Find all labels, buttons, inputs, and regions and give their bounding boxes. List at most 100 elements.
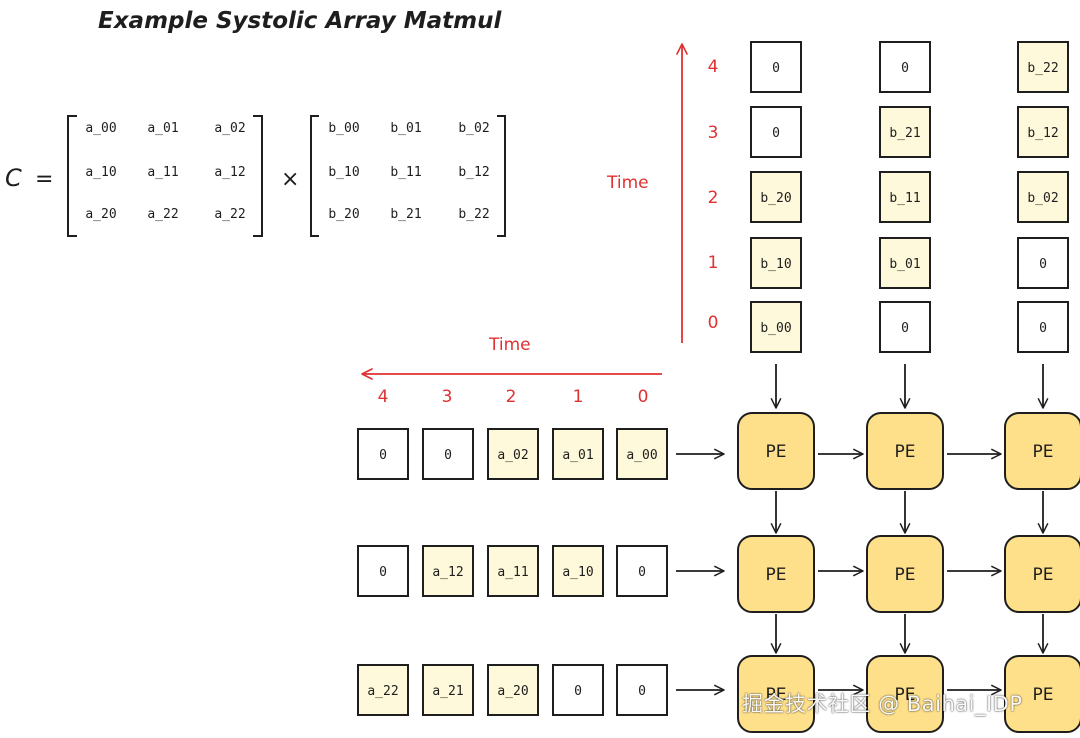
- b-cell-label: b_11: [889, 191, 920, 206]
- b-cell-label: 0: [1039, 257, 1047, 272]
- matrix-a-cell-1-1: a_11: [147, 165, 178, 180]
- vertical-time-tick: 3: [708, 123, 719, 143]
- horizontal-time-label: Time: [488, 335, 531, 355]
- matrix-b-cell-1-0: b_10: [328, 165, 359, 180]
- a-cell-label: a_21: [432, 684, 463, 699]
- a-cell-row1-col4: [616, 545, 668, 597]
- b-cell-col2-row3: [1017, 237, 1069, 289]
- a-cell-row2-col4: [616, 664, 668, 716]
- pe-label: PE: [1033, 565, 1054, 585]
- matrix-b-cell-2-1: b_21: [390, 207, 421, 222]
- pe-2-1: [866, 655, 944, 733]
- b-cell-label: 0: [901, 321, 909, 336]
- b-cell-col1-row3: [879, 237, 931, 289]
- a-cell-row0-col1: [422, 428, 474, 480]
- b-cell-label: b_20: [760, 191, 791, 206]
- horizontal-time-tick: 0: [638, 387, 649, 407]
- a-cell-label: 0: [638, 684, 646, 699]
- pe-label: PE: [766, 685, 787, 705]
- matrix-a-cell-0-1: a_01: [147, 121, 178, 136]
- pe-0-2: [1004, 412, 1080, 490]
- matrix-b-cell-0-1: b_01: [390, 121, 421, 136]
- vertical-time-tick: 0: [708, 313, 719, 333]
- pe-label: PE: [766, 442, 787, 462]
- b-cell-label: b_02: [1027, 191, 1058, 206]
- a-cell-label: a_12: [432, 565, 463, 580]
- b-cell-label: 0: [772, 61, 780, 76]
- a-cell-label: 0: [638, 565, 646, 580]
- b-cell-label: b_01: [889, 257, 920, 272]
- matrix-b-left-bracket: [310, 115, 319, 237]
- b-cell-label: b_12: [1027, 126, 1058, 141]
- a-cell-label: 0: [379, 565, 387, 580]
- a-cell-row2-col1: [422, 664, 474, 716]
- vertical-time-tick: 2: [708, 188, 719, 208]
- a-cell-label: 0: [379, 448, 387, 463]
- matrix-a-cell-1-0: a_10: [85, 165, 116, 180]
- matrix-b-cell-1-2: b_12: [458, 165, 489, 180]
- horizontal-time-tick: 1: [573, 387, 584, 407]
- a-cell-row1-col2: [487, 545, 539, 597]
- diagram-title: Example Systolic Array Matmul: [98, 8, 502, 34]
- vertical-time-axis: Time 4 3 2 1 0: [606, 43, 719, 343]
- a-cell-label: a_10: [562, 565, 593, 580]
- pe-label: PE: [766, 565, 787, 585]
- horizontal-time-tick: 3: [442, 387, 453, 407]
- matrix-b-cell-1-1: b_11: [390, 165, 421, 180]
- a-cell-row0-col3: [552, 428, 604, 480]
- b-cell-col2-row0: [1017, 41, 1069, 93]
- matrix-a-cell-1-2: a_12: [214, 165, 245, 180]
- b-cell-col1-row1: [879, 106, 931, 158]
- a-cell-label: 0: [574, 684, 582, 699]
- b-cell-label: 0: [772, 126, 780, 141]
- pe-2-2: [1004, 655, 1080, 733]
- matrix-a-cell-0-2: a_02: [214, 121, 245, 136]
- a-cell-row1-col3: [552, 545, 604, 597]
- a-cell-label: a_11: [497, 565, 528, 580]
- matrix-a-right-bracket: [253, 115, 263, 237]
- matrix-a-cell-0-0: a_00: [85, 121, 116, 136]
- vertical-time-tick: 4: [708, 57, 719, 77]
- b-cell-col0-row4: [750, 301, 802, 353]
- matrix-a-left-bracket: [67, 115, 77, 237]
- a-cell-row0-col2: [487, 428, 539, 480]
- pe-label: PE: [1033, 685, 1054, 705]
- b-cell-label: 0: [901, 61, 909, 76]
- dataflow-arrows: [676, 364, 1049, 696]
- a-cell-label: a_01: [562, 448, 593, 463]
- equation-lhs: C: [5, 164, 22, 192]
- matrix-b-cell-0-2: b_02: [458, 121, 489, 136]
- b-cell-label: b_00: [760, 321, 791, 336]
- pe-label: PE: [895, 442, 916, 462]
- b-cell-col2-row1: [1017, 106, 1069, 158]
- a-cell-label: a_22: [367, 684, 398, 699]
- matrix-a-cell-2-2: a_22: [214, 207, 245, 222]
- b-cell-col0-row3: [750, 237, 802, 289]
- matrix-a-cell-2-1: a_22: [147, 207, 178, 222]
- a-cell-row2-col2: [487, 664, 539, 716]
- pe-0-0: [737, 412, 815, 490]
- b-cell-col1-row2: [879, 171, 931, 223]
- matrix-b-cell-0-0: b_00: [328, 121, 359, 136]
- pe-2-0: [737, 655, 815, 733]
- b-cell-col0-row0: [750, 41, 802, 93]
- pe-label: PE: [895, 685, 916, 705]
- a-cell-row1-col0: [357, 545, 409, 597]
- vertical-time-tick: 1: [708, 253, 719, 273]
- b-input-columns: 00b_20b_10b_000b_21b_11b_010b_22b_12b_02…: [750, 41, 1069, 353]
- a-cell-row2-col3: [552, 664, 604, 716]
- a-cell-label: a_00: [626, 448, 657, 463]
- a-cell-label: 0: [444, 448, 452, 463]
- equation-times: ×: [281, 167, 299, 192]
- a-cell-row2-col0: [357, 664, 409, 716]
- matrix-a-cell-2-0: a_20: [85, 207, 116, 222]
- b-cell-label: b_21: [889, 126, 920, 141]
- matrix-b-right-bracket: [497, 115, 506, 237]
- b-cell-col0-row2: [750, 171, 802, 223]
- vertical-time-label: Time: [606, 173, 649, 193]
- a-cell-row0-col0: [357, 428, 409, 480]
